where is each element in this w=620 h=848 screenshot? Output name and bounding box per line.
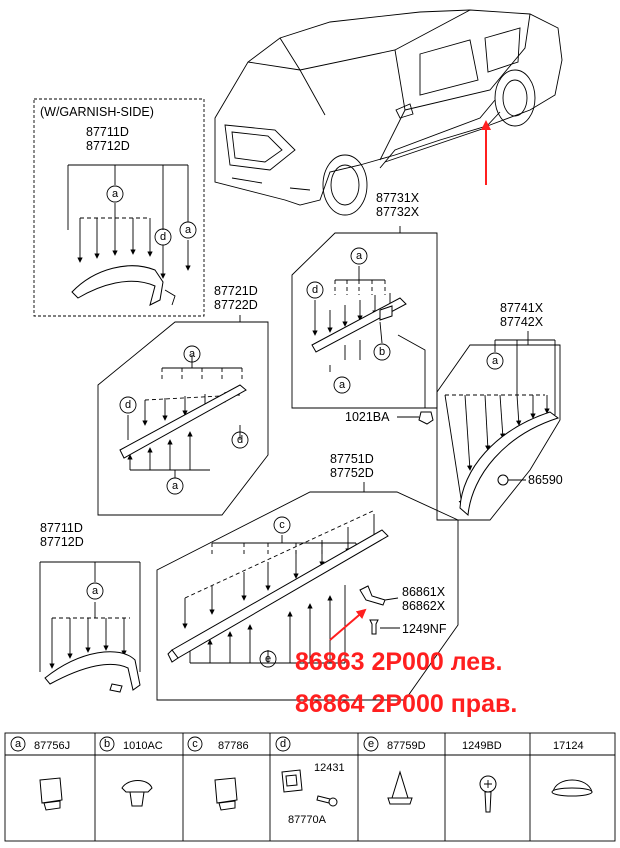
clip-b-on-molding: [379, 305, 393, 321]
garnish-dashed-box: [33, 98, 205, 317]
g1-leader-lines: [67, 164, 191, 279]
callout-d-g2a-text: d: [125, 399, 131, 411]
legend-key-a: a: [15, 738, 22, 750]
callout-a-g6-text: a: [92, 585, 99, 597]
pointer-arrow-bracket: [329, 608, 367, 641]
clip-1021-icon: [418, 411, 434, 425]
g4-leader-lines: [444, 339, 556, 506]
clip-screw-icon: [281, 769, 338, 807]
callout-a-g1b: [179, 221, 197, 239]
callout-b-g3-text: b: [379, 346, 385, 358]
callout-a-g2: [183, 345, 201, 363]
part-number-g4-a: 87741X: [500, 301, 544, 315]
part-number-g3-a: 87731X: [376, 191, 420, 205]
callout-b-g3: [373, 343, 391, 361]
legend-part-17124: 17124: [553, 740, 584, 752]
plug-icon: [551, 779, 593, 797]
part-number-g2-a: 87721D: [214, 284, 258, 298]
screw-1249-icon: [369, 619, 379, 635]
legend-key-e: e: [368, 738, 374, 750]
part-number-g3-b: 87732X: [376, 205, 420, 219]
callout-d-g2a: [119, 396, 137, 414]
callout-d-g3: [306, 281, 324, 299]
legend-key-c: c: [192, 738, 198, 750]
callout-a-g2b-text: a: [172, 480, 179, 492]
callout-a-g1b-text: a: [185, 224, 192, 236]
part-number-bracket-a: 86861X: [402, 585, 446, 599]
g2-box: [97, 321, 269, 516]
legend-key-d: d: [280, 738, 286, 750]
legend-part-1249bd: 1249BD: [462, 740, 502, 752]
callout-c-g5-text: c: [279, 519, 285, 531]
part-number-g1-b: 87712D: [86, 139, 130, 153]
legend-part-e: 87759D: [387, 740, 426, 752]
callout-a-g3-text: a: [356, 250, 363, 262]
callout-d-g1-text: d: [160, 231, 166, 243]
part-number-1021: 1021BA: [345, 410, 390, 424]
legend-key-b: b: [104, 738, 110, 750]
part-number-g5-b: 87752D: [330, 466, 374, 480]
g5-box: [156, 491, 459, 701]
screw-86590-icon: [497, 474, 509, 486]
callout-a-g3b-text: a: [339, 379, 346, 391]
clip-icon: [214, 777, 238, 811]
legend-part-c: 87786: [218, 740, 249, 752]
part-number-86590: 86590: [528, 473, 563, 487]
callout-c-g5: [273, 516, 291, 534]
side-sill-molding: [171, 529, 389, 659]
g3-leader-lines: [312, 266, 426, 408]
callout-a-g3: [350, 247, 368, 265]
part-number-g1-a: 87711D: [86, 125, 129, 139]
callout-a-g4-text: a: [492, 355, 499, 367]
callout-d-g3-text: d: [312, 284, 318, 296]
wheel-arch-molding-front: [44, 651, 141, 691]
part-number-g6-b: 87712D: [40, 535, 84, 549]
bracket-icon: [359, 585, 386, 606]
callout-a-g6: [86, 582, 104, 600]
legend-part-87770a: 87770A: [288, 814, 327, 826]
part-number-g2-b: 87722D: [214, 298, 258, 312]
callout-d-g2b: [231, 431, 249, 449]
annotation-right: 86864 2P000 прав.: [295, 690, 517, 718]
part-number-g4-b: 87742X: [500, 315, 544, 329]
g5-leader-lines: [182, 509, 377, 664]
tree-clip-icon: [387, 770, 413, 805]
legend-part-a: 87756J: [34, 740, 70, 752]
callout-a-g2b: [166, 477, 184, 495]
legend-part-12431: 12431: [314, 762, 345, 774]
g3-box: [291, 232, 438, 409]
callout-a-g4: [486, 352, 504, 370]
wheel-arch-molding-rear: [459, 411, 560, 517]
push-rivet-icon: [121, 780, 153, 807]
callout-d-g2b-text: d: [237, 434, 243, 446]
clip-icon: [39, 777, 63, 811]
callout-e-g5: [259, 650, 277, 668]
callout-a-g2-text: a: [189, 348, 196, 360]
annotation-left: 86863 2P000 лев.: [295, 648, 502, 676]
g6-leader-lines: [39, 561, 141, 672]
car-illustration: [214, 9, 563, 216]
screw-icon: [479, 775, 497, 813]
part-number-1249nf: 1249NF: [402, 622, 447, 636]
callout-a-g1: [106, 185, 124, 203]
part-number-g5-a: 87751D: [330, 452, 374, 466]
part-number-g6-a: 87711D: [40, 521, 83, 535]
callout-e-g5-text: e: [265, 653, 271, 665]
legend-part-b: 1010AC: [123, 740, 163, 752]
garnish-end-piece: [164, 289, 176, 306]
legend-table: [4, 732, 616, 842]
callout-a-g3b: [333, 376, 351, 394]
g4-box: [436, 344, 561, 521]
side-molding-front: [119, 384, 247, 459]
callout-d-g1: [154, 228, 172, 246]
arch-clip: [109, 683, 123, 693]
garnish-label: (W/GARNISH-SIDE): [40, 105, 154, 119]
part-number-bracket-b: 86862X: [402, 599, 446, 613]
callout-a-g1-text: a: [112, 188, 119, 200]
sill-molding-end: [167, 649, 179, 663]
wheel-arch-molding-garnish: [71, 265, 164, 306]
